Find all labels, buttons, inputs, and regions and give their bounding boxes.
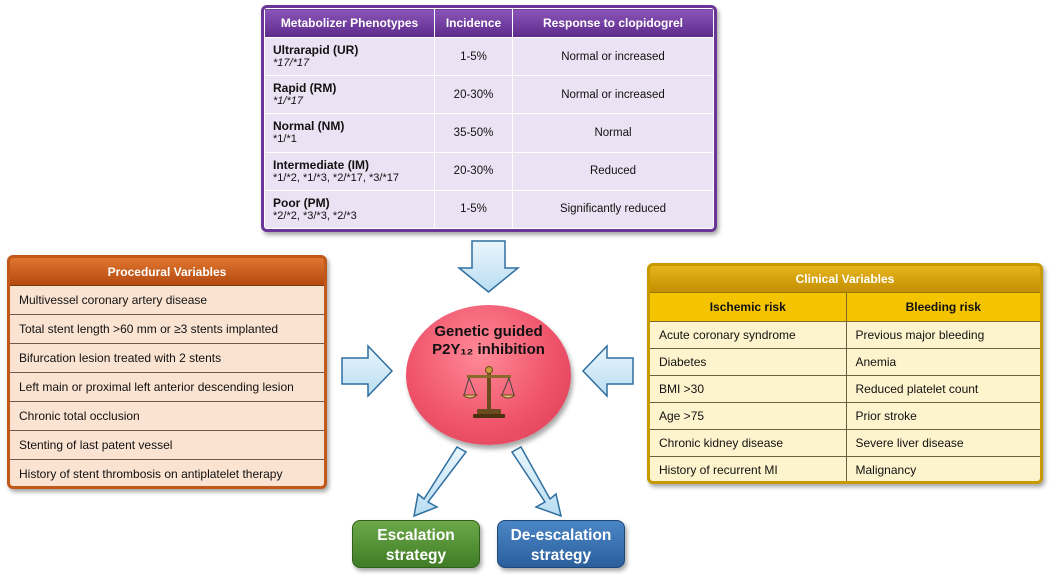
header-response: Response to clopidogrel [512, 8, 714, 38]
table-row: Rapid (RM)*1/*17 20-30% Normal or increa… [264, 75, 714, 115]
phenotype-genotype: *1/*17 [273, 95, 303, 108]
ischemic-item: Acute coronary syndrome [650, 321, 847, 349]
response-value: Reduced [512, 151, 714, 191]
clinical-variables-panel: Clinical Variables Ischemic risk Bleedin… [647, 263, 1043, 484]
center-title-line1: Genetic guided [434, 323, 543, 340]
escalation-arrow-icon [413, 446, 468, 518]
escalation-strategy-box: Escalation strategy [352, 520, 480, 568]
metabolizer-phenotype-table: Metabolizer Phenotypes Incidence Respons… [261, 5, 717, 232]
phenotype-name: Normal (NM) [273, 119, 345, 134]
center-title-line2: P2Y₁₂ inhibition [432, 341, 545, 358]
escalation-line1: Escalation [377, 527, 455, 544]
deescalation-line2: strategy [530, 547, 592, 564]
bleeding-item: Anemia [846, 348, 1040, 376]
deescalation-arrow-icon [510, 445, 563, 518]
phenotype-genotype: *2/*2, *3/*3, *2/*3 [273, 209, 357, 222]
bleeding-item: Malignancy [846, 456, 1040, 481]
list-item: History of stent thrombosis on antiplate… [10, 459, 324, 486]
list-item: Total stent length >60 mm or ≥3 stents i… [10, 314, 324, 344]
deescalation-strategy-box: De-escalation strategy [497, 520, 625, 568]
response-value: Significantly reduced [512, 189, 714, 229]
list-item: Multivessel coronary artery disease [10, 285, 324, 315]
center-title: Genetic guided P2Y₁₂ inhibition [406, 323, 571, 359]
list-item: Left main or proximal left anterior desc… [10, 372, 324, 402]
response-value: Normal [512, 113, 714, 153]
incidence-value: 1-5% [434, 36, 513, 77]
phenotype-name: Rapid (RM) [273, 81, 337, 96]
phenotype-name: Poor (PM) [273, 195, 330, 210]
table-row: Ultrarapid (UR)*17/*17 1-5% Normal or in… [264, 36, 714, 77]
genetic-guided-inhibition-circle: Genetic guided P2Y₁₂ inhibition [406, 305, 571, 445]
bleeding-item: Reduced platelet count [846, 375, 1040, 403]
procedural-title: Procedural Variables [10, 258, 324, 286]
header-incidence: Incidence [434, 8, 513, 38]
bleeding-risk-header: Bleeding risk [846, 292, 1040, 322]
ischemic-item: Age >75 [650, 402, 847, 430]
table-row: Poor (PM)*2/*2, *3/*3, *2/*3 1-5% Signif… [264, 189, 714, 229]
ischemic-item: History of recurrent MI [650, 456, 847, 481]
list-item: Chronic total occlusion [10, 401, 324, 431]
procedural-variables-panel: Procedural Variables Multivessel coronar… [7, 255, 327, 489]
incidence-value: 20-30% [434, 151, 513, 191]
right-arrow-icon [341, 344, 394, 398]
bleeding-item: Previous major bleeding [846, 321, 1040, 349]
list-item: Stenting of last patent vessel [10, 430, 324, 460]
incidence-value: 1-5% [434, 189, 513, 229]
down-arrow-icon [456, 240, 521, 293]
phenotype-name: Intermediate (IM) [273, 157, 370, 172]
escalation-line2: strategy [385, 547, 447, 564]
header-phenotype: Metabolizer Phenotypes [264, 8, 435, 38]
phenotype-genotype: *17/*17 [273, 57, 310, 70]
ischemic-item: BMI >30 [650, 375, 847, 403]
ischemic-item: Chronic kidney disease [650, 429, 847, 457]
balance-scale-icon [463, 366, 515, 418]
ischemic-risk-header: Ischemic risk [650, 292, 847, 322]
table-row: Intermediate (IM)*1/*2, *1/*3, *2/*17, *… [264, 151, 714, 191]
phenotype-name: Ultrarapid (UR) [273, 43, 359, 58]
table-row: Normal (NM)*1/*1 35-50% Normal [264, 113, 714, 153]
bleeding-item: Severe liver disease [846, 429, 1040, 457]
bleeding-item: Prior stroke [846, 402, 1040, 430]
phenotype-genotype: *1/*2, *1/*3, *2/*17, *3/*17 [273, 171, 399, 184]
clinical-title: Clinical Variables [650, 266, 1040, 293]
ischemic-item: Diabetes [650, 348, 847, 376]
phenotype-genotype: *1/*1 [273, 133, 297, 146]
response-value: Normal or increased [512, 75, 714, 115]
deescalation-line1: De-escalation [510, 527, 612, 544]
incidence-value: 35-50% [434, 113, 513, 153]
response-value: Normal or increased [512, 36, 714, 77]
list-item: Bifurcation lesion treated with 2 stents [10, 343, 324, 373]
incidence-value: 20-30% [434, 75, 513, 115]
left-arrow-icon [581, 344, 634, 398]
